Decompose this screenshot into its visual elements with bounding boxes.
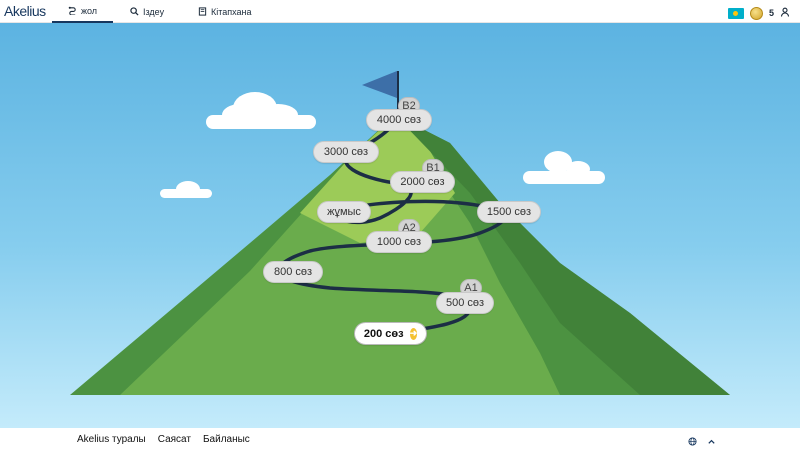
footer: Akelius туралы Саясат Байланыс: [0, 428, 800, 450]
tab-search[interactable]: Іздеу: [130, 0, 164, 23]
footer-tools: [688, 433, 716, 451]
kazakhstan-flag-icon[interactable]: [727, 7, 744, 19]
tab-library-label: Кітапхана: [211, 6, 252, 17]
level-b2-button[interactable]: 4000 сөз: [366, 109, 432, 131]
milestone-jumys-button[interactable]: жұмыс: [317, 201, 371, 223]
level-a1-button[interactable]: 500 сөз: [436, 292, 494, 314]
tab-path[interactable]: жол: [52, 0, 113, 23]
globe-icon[interactable]: [688, 433, 697, 451]
footer-link-policy[interactable]: Саясат: [157, 434, 191, 445]
milestone-3000-button[interactable]: 3000 сөз: [313, 141, 379, 163]
start-200-label: 200 сөз: [363, 327, 404, 340]
coin-count: 5: [768, 8, 774, 18]
chevron-up-icon[interactable]: [707, 433, 716, 451]
footer-link-contact[interactable]: Байланыс: [202, 434, 250, 445]
cloud-left: [206, 92, 316, 129]
level-b1-button[interactable]: 2000 сөз: [390, 171, 455, 193]
tab-path-label: жол: [80, 5, 98, 16]
milestone-1500-button[interactable]: 1500 сөз: [477, 201, 541, 223]
cloud-small: [160, 181, 212, 198]
tab-search-label: Іздеу: [143, 6, 165, 17]
milestone-800-button[interactable]: 800 сөз: [263, 261, 323, 283]
level-a2-button[interactable]: 1000 сөз: [366, 231, 432, 253]
start-200-button[interactable]: 200 сөз ➜: [354, 322, 427, 345]
akelius-logo[interactable]: Akelius: [4, 3, 46, 19]
book-icon: [198, 7, 207, 16]
route-icon: [68, 6, 76, 15]
flag-icon: [362, 71, 397, 98]
mountain-scene: B2 4000 сөз B1 2000 сөз A2 1000 сөз A1 5…: [0, 23, 800, 428]
cloud-right: [523, 151, 605, 184]
arrow-right-icon: ➜: [409, 327, 418, 340]
header-tools: 5: [727, 4, 790, 22]
coin-icon: [749, 6, 763, 20]
footer-links: Akelius туралы Саясат Байланыс: [77, 434, 250, 445]
tab-library[interactable]: Кітапхана: [198, 0, 252, 23]
user-icon[interactable]: [780, 4, 790, 22]
search-icon: [130, 7, 139, 16]
mountain-light-face: [120, 115, 560, 395]
footer-link-about[interactable]: Akelius туралы: [77, 434, 146, 445]
mountain-shadow: [395, 115, 730, 395]
top-navigation-bar: Akelius жол Іздеу Кітапхана 5: [0, 0, 800, 23]
